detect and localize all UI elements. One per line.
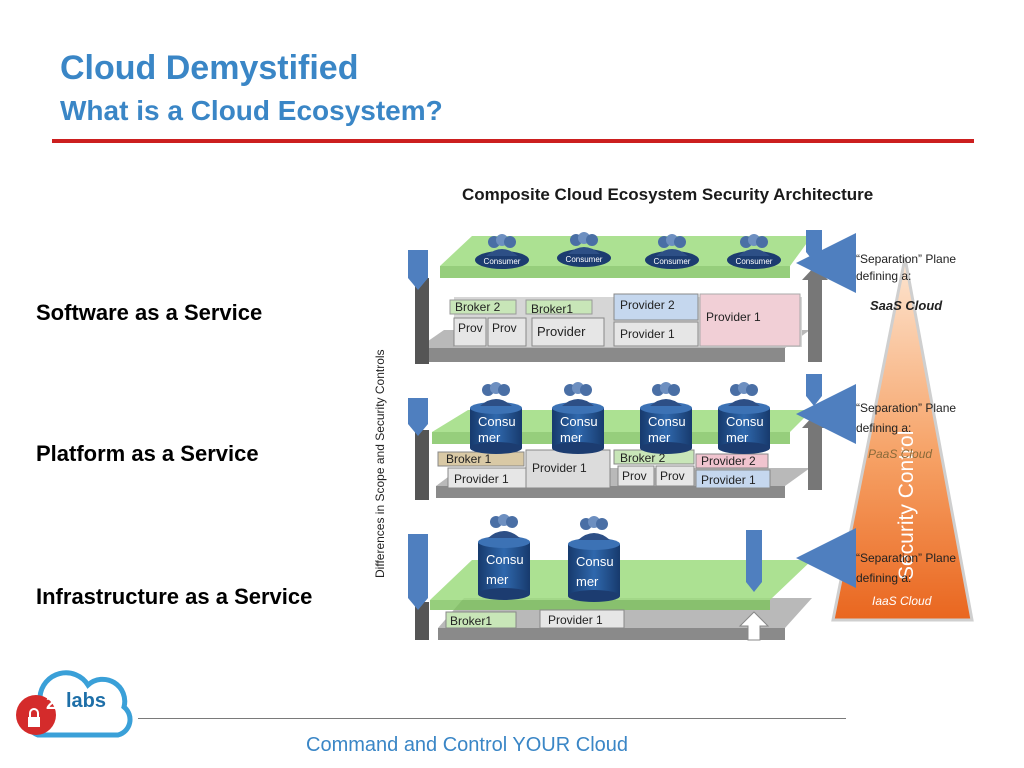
paas-broker1: Broker 1 bbox=[446, 452, 492, 466]
diagram-title: Composite Cloud Ecosystem Security Archi… bbox=[462, 185, 873, 204]
saas-provider2: Provider 2 bbox=[620, 298, 675, 312]
iaas-layer: Broker1 Provider 1 Consu mer Consu mer “… bbox=[408, 514, 956, 641]
paas-provider1-left: Provider 1 bbox=[454, 472, 509, 486]
iaas-broker1: Broker1 bbox=[450, 614, 492, 628]
paas-provider1-mid: Provider 1 bbox=[532, 461, 587, 475]
iaas-scope-down-arrow bbox=[408, 534, 428, 610]
saas-broker2: Broker 2 bbox=[455, 300, 501, 314]
saas-consumer-2: Consumer bbox=[566, 255, 603, 264]
saas-plane-line1: “Separation” Plane bbox=[856, 252, 956, 266]
saas-layer: Broker 2 Broker1 Prov Prov Provider Prov… bbox=[408, 230, 956, 364]
c2labs-logo: 2 labs bbox=[16, 670, 133, 738]
iaas-consumer-1-line1: Consu bbox=[486, 552, 524, 567]
paas-consumer-3-line1: Consu bbox=[648, 414, 686, 429]
slide-subtitle: What is a Cloud Ecosystem? bbox=[60, 95, 443, 126]
paas-consumers: Consu mer Consu mer Consu mer Consu mer bbox=[470, 382, 770, 454]
paas-provider1-right: Provider 1 bbox=[701, 473, 756, 487]
iaas-consumer-1-line2: mer bbox=[486, 572, 509, 587]
saas-green-plane bbox=[440, 236, 812, 266]
saas-provider1: Provider 1 bbox=[620, 327, 675, 341]
paas-prov-b: Prov bbox=[660, 469, 685, 483]
lock-icon bbox=[28, 717, 40, 727]
paas-consumer-2-line1: Consu bbox=[560, 414, 598, 429]
paas-consumer-4-line1: Consu bbox=[726, 414, 764, 429]
logo-text: labs bbox=[66, 690, 106, 712]
saas-scope-down-arrow bbox=[408, 250, 428, 290]
saas-consumers: Consumer Consumer Consumer Consumer bbox=[475, 232, 781, 269]
logo-number: 2 bbox=[46, 693, 56, 713]
iaas-consumer-2-line2: mer bbox=[576, 574, 599, 589]
saas-layer-label: Software as a Service bbox=[36, 300, 263, 325]
paas-consumer-3-line2: mer bbox=[648, 430, 671, 445]
iaas-consumers: Consu mer Consu mer bbox=[478, 514, 620, 602]
cloud-ecosystem-diagram: Composite Cloud Ecosystem Security Archi… bbox=[373, 185, 974, 641]
paas-plane-cloud: PaaS Cloud bbox=[868, 447, 932, 461]
paas-consumer-4-line2: mer bbox=[726, 430, 749, 445]
paas-plane-line2: defining a: bbox=[856, 421, 911, 435]
iaas-layer-label: Infrastructure as a Service bbox=[36, 584, 313, 609]
saas-plane-line2: defining a: bbox=[856, 269, 911, 283]
saas-broker1: Broker1 bbox=[531, 302, 573, 316]
logo-red-badge bbox=[16, 695, 56, 735]
title-divider bbox=[52, 139, 974, 143]
paas-provider2: Provider 2 bbox=[701, 454, 756, 468]
iaas-plane-cloud: IaaS Cloud bbox=[872, 594, 932, 608]
paas-prov-a: Prov bbox=[622, 469, 647, 483]
saas-consumer-4: Consumer bbox=[736, 257, 773, 266]
footer-divider bbox=[138, 718, 846, 719]
saas-prov-a: Prov bbox=[458, 321, 483, 335]
paas-consumer-1-line1: Consu bbox=[478, 414, 516, 429]
security-control-triangle: Security Control bbox=[831, 257, 974, 622]
paas-consumer-2-line2: mer bbox=[560, 430, 583, 445]
scope-axis-label: Differences in Scope and Security Contro… bbox=[373, 349, 387, 578]
iaas-provider1: Provider 1 bbox=[548, 613, 603, 627]
saas-consumer-3: Consumer bbox=[654, 257, 691, 266]
saas-provider1-right: Provider 1 bbox=[706, 310, 761, 324]
saas-prov-b: Prov bbox=[492, 321, 517, 335]
saas-consumer-1: Consumer bbox=[484, 257, 521, 266]
paas-consumer-1-line2: mer bbox=[478, 430, 501, 445]
paas-plane-line1: “Separation” Plane bbox=[856, 401, 956, 415]
iaas-plane-line2: defining a: bbox=[856, 571, 911, 585]
paas-scope-down-arrow bbox=[408, 398, 428, 436]
iaas-consumer-2-line1: Consu bbox=[576, 554, 614, 569]
saas-plane-cloud: SaaS Cloud bbox=[870, 298, 943, 313]
slide-title: Cloud Demystified bbox=[60, 49, 359, 87]
iaas-plane-line1: “Separation” Plane bbox=[856, 551, 956, 565]
paas-layer: Broker 1 Provider 1 Provider 1 Broker 2 … bbox=[408, 374, 956, 500]
saas-provider: Provider bbox=[537, 324, 586, 339]
paas-layer-label: Platform as a Service bbox=[36, 441, 259, 466]
footer-tagline: Command and Control YOUR Cloud bbox=[306, 734, 629, 756]
security-control-label: Security Control bbox=[895, 431, 918, 580]
paas-broker2: Broker 2 bbox=[620, 451, 666, 465]
